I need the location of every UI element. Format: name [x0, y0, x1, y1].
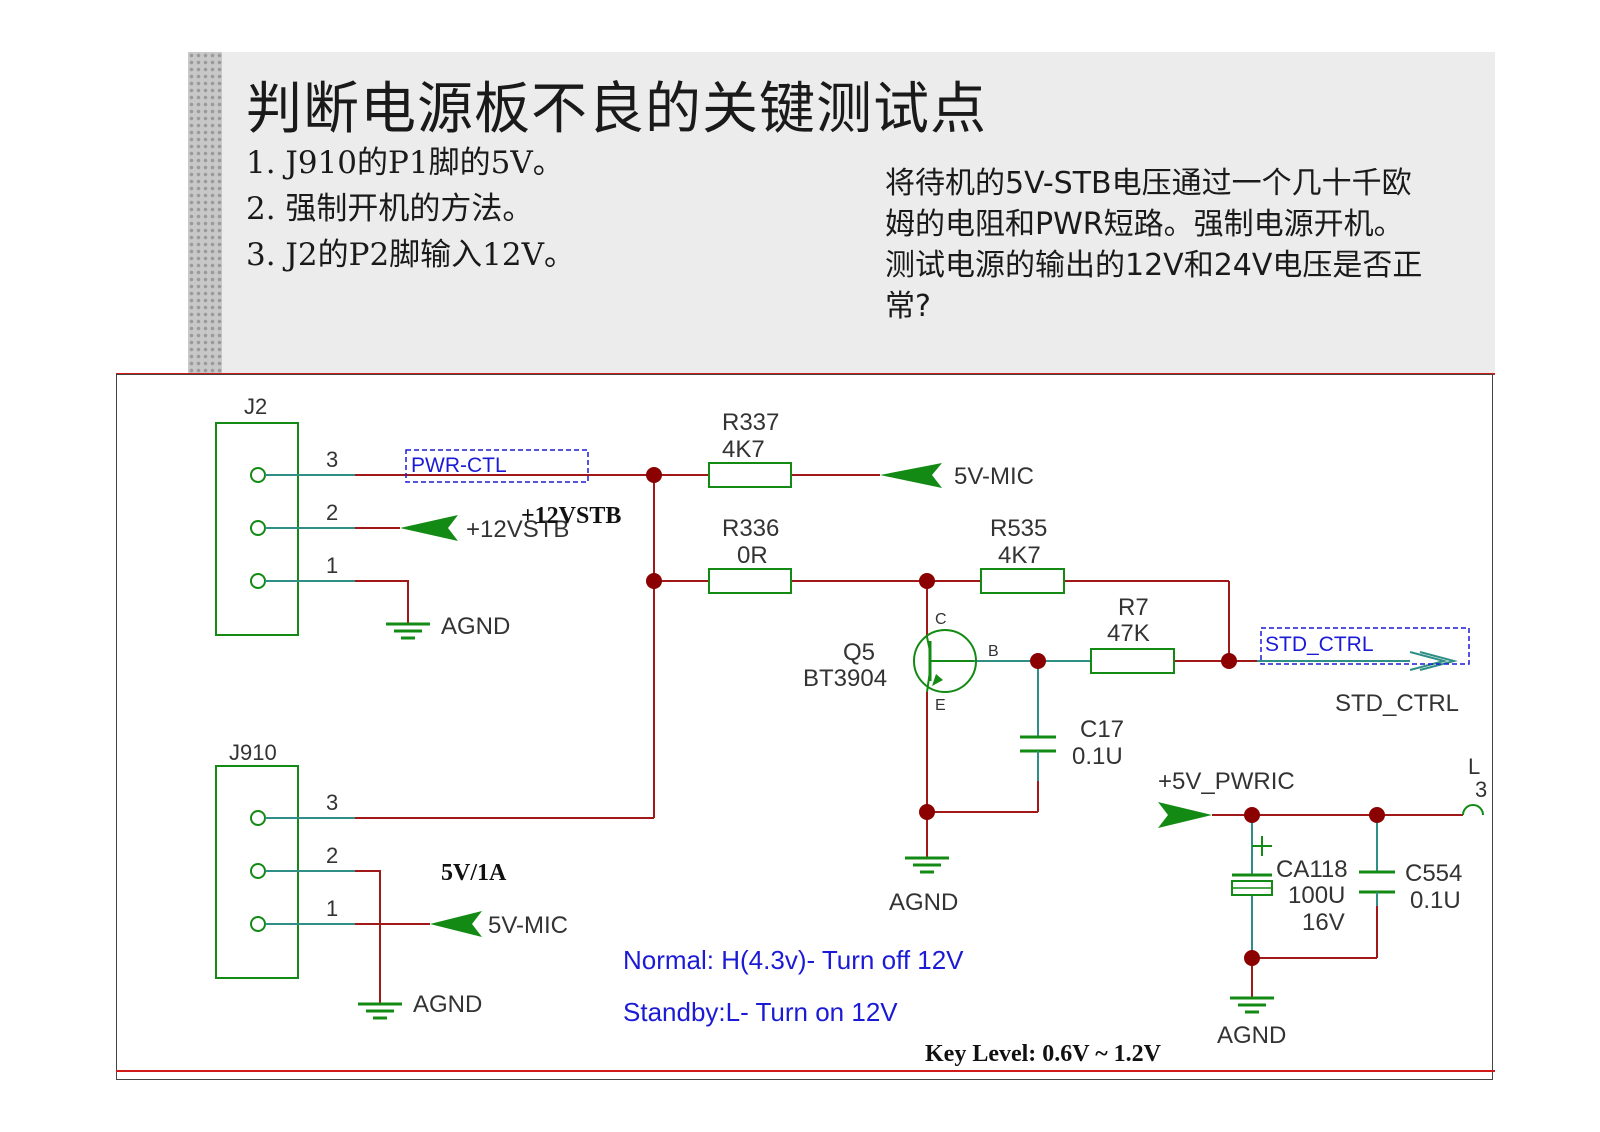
power-arrow-icon — [880, 463, 942, 488]
j2-pin2-label: 2 — [326, 500, 338, 525]
connector-j910 — [215, 765, 355, 979]
ground-icon — [356, 988, 404, 1020]
r337-value: 4K7 — [722, 436, 765, 463]
capacitor-c554 — [1359, 870, 1395, 894]
standby-note: Standby:L- Turn on 12V — [623, 997, 898, 1027]
c17-ref: C17 — [1080, 716, 1124, 743]
junctions — [646, 467, 1385, 966]
5v-mic-label-top: 5V-MIC — [954, 463, 1034, 490]
header-stripe — [188, 52, 222, 375]
power-arrow-icon — [400, 515, 458, 541]
j2-pin1-label: 1 — [326, 553, 338, 578]
transistor-q5 — [913, 629, 977, 693]
power-arrow-icon — [430, 911, 482, 937]
schematic-frame — [116, 374, 1493, 1080]
inductor-partial — [1462, 804, 1484, 816]
j910-pin1-label: 1 — [326, 896, 338, 921]
agnd-label-j2: AGND — [441, 613, 510, 640]
j910-pin3-label: 3 — [326, 790, 338, 815]
capacitor-c17 — [1020, 735, 1056, 753]
ca118-voltage: 16V — [1302, 909, 1345, 936]
agnd-label-j910: AGND — [413, 991, 482, 1018]
q5-pin-e: E — [935, 697, 946, 714]
r535-value: 4K7 — [998, 542, 1041, 569]
ca118-value: 100U — [1288, 882, 1345, 909]
12vstb-label: +12VSTB — [466, 516, 569, 543]
c17-value: 0.1U — [1072, 743, 1123, 770]
key-level-note: Key Level: 0.6V ~ 1.2V — [925, 1041, 1162, 1067]
j910-pin2-label: 2 — [326, 843, 338, 868]
ground-icon — [384, 608, 432, 640]
q5-value: BT3904 — [803, 665, 887, 692]
forced-power-on-note: 将待机的5V-STB电压通过一个几十千欧姆的电阻和PWR短路。强制电源开机。测试… — [885, 166, 1423, 324]
pwr-ctl-box — [405, 449, 589, 483]
footer-divider — [116, 1070, 1495, 1072]
inductor-num: 3 — [1475, 777, 1487, 802]
resistor-r337 — [708, 462, 792, 488]
q5-pin-c: C — [935, 611, 947, 628]
agnd-label-caps: AGND — [1217, 1022, 1286, 1049]
std-ctrl-box — [1260, 627, 1470, 665]
test-point-1: 1. J910的P1脚的5V。 — [246, 145, 564, 181]
j2-pin3-label: 3 — [326, 447, 338, 472]
r336-ref: R336 — [722, 515, 779, 542]
test-point-list: 1. J910的P1脚的5V。 2. 强制开机的方法。 3. J2的P2脚输入1… — [246, 140, 575, 278]
test-point-3: 3. J2的P2脚输入12V。 — [246, 237, 575, 273]
capacitor-ca118 — [1231, 836, 1273, 896]
header-panel — [188, 52, 1495, 375]
std-ctrl-net-label: STD_CTRL — [1265, 633, 1374, 656]
resistors — [708, 462, 1175, 674]
power-arrow-icon — [1158, 802, 1212, 828]
c554-value: 0.1U — [1410, 887, 1461, 914]
r7-ref: R7 — [1118, 594, 1149, 621]
inductor-ref: L — [1468, 754, 1480, 779]
ground-icon — [1228, 982, 1276, 1014]
wires — [355, 474, 1463, 990]
j2-label: J2 — [244, 394, 267, 419]
5v-1a-label: 5V/1A — [441, 860, 507, 886]
r337-ref: R337 — [722, 409, 779, 436]
ground-icon — [903, 842, 951, 874]
resistor-r535 — [980, 568, 1065, 594]
agnd-label-q5: AGND — [889, 889, 958, 916]
test-point-2: 2. 强制开机的方法。 — [246, 191, 534, 227]
r336-value: 0R — [737, 542, 768, 569]
ca118-ref: CA118 — [1276, 856, 1348, 883]
output-arrow-icon — [1409, 651, 1458, 671]
connector-j2 — [215, 422, 355, 636]
j910-label: J910 — [229, 740, 277, 765]
normal-note: Normal: H(4.3v)- Turn off 12V — [623, 945, 964, 975]
12vstb-bold-label: +12VSTB — [521, 503, 621, 529]
page-title: 判断电源板不良的关键测试点 — [246, 77, 987, 142]
std-ctrl-output-label: STD_CTRL — [1335, 690, 1459, 717]
5v-pwric-label: +5V_PWRIC — [1158, 768, 1295, 795]
c554-ref: C554 — [1405, 860, 1462, 887]
resistor-r336 — [708, 568, 792, 594]
r535-ref: R535 — [990, 515, 1047, 542]
resistor-r7 — [1090, 648, 1175, 674]
r7-value: 47K — [1107, 620, 1150, 647]
5v-mic-label-bottom: 5V-MIC — [488, 912, 568, 939]
q5-pin-b: B — [988, 643, 999, 660]
pwr-ctl-label: PWR-CTL — [411, 454, 507, 477]
q5-ref: Q5 — [843, 639, 875, 666]
